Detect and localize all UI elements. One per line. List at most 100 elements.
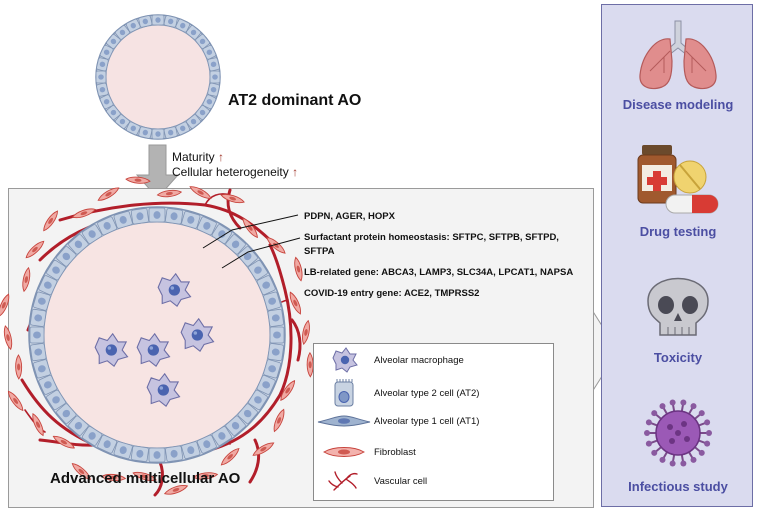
fibroblast [252,442,275,456]
epithelial-cell [81,426,103,446]
fibroblast [189,186,212,199]
epithelial-cell [225,234,246,255]
epithelial-cell [165,445,184,462]
application-icons [637,20,719,467]
maturity-label: Maturity [172,150,215,164]
epithelial-cell [151,14,165,26]
epithelial-cell [125,121,141,136]
application-label: Infectious study [628,479,728,494]
fibroblast [97,187,120,201]
epithelial-cell [256,374,276,395]
fibroblast [220,447,240,466]
legend-box: Alveolar macrophage Alveolar type 2 cell… [313,343,554,501]
macrophage [157,272,192,308]
epithelial-cell [95,70,107,84]
application-label: Disease modeling [622,97,734,112]
fibroblast [273,408,285,433]
fibroblast [22,266,31,293]
fibroblast [71,463,92,480]
epithelial-cell [96,82,109,97]
vascular-cell-icon [328,471,358,491]
epithelial-cell [207,82,220,97]
legend-icons [317,347,371,491]
advanced-organoid-title: Advanced multicellular AO [50,470,241,487]
top-organoid [95,14,221,140]
macrophage-group [94,272,215,408]
fibroblast [163,485,189,495]
epithelial-cell [32,359,51,379]
top-organoid-title: AT2 dominant AO [228,92,362,109]
macrophage [136,332,171,368]
epithelial-cell [81,224,103,244]
epithelial-cell [225,415,246,436]
epithelial-cell [269,326,285,344]
epithelial-cell [263,291,282,311]
fibroblast [100,473,127,482]
fibroblast [289,291,302,315]
epithelial-cell [130,208,149,225]
fibroblast [3,325,13,351]
legend-label: Fibroblast [374,447,416,458]
fibroblast [132,471,157,481]
epithelial-cell [32,291,51,311]
fibroblast [192,472,219,480]
fibroblast [71,208,96,219]
epithelial-cell [99,94,114,110]
fibroblast [294,256,303,282]
epithelial-cell [38,275,58,296]
fibroblast [220,194,245,204]
epithelial-cell [196,216,217,236]
epithelial-cell [148,207,166,223]
virus-icon [644,399,712,467]
epithelial-cell [175,121,191,136]
epithelial-cell [115,114,130,129]
epithelial-cell [186,25,201,40]
applications-panel: Disease modeling Drug testing Toxicity I… [601,4,753,507]
epithelial-cell [163,126,178,139]
epithelial-cell [207,57,220,72]
epithelial-cell [99,44,114,60]
gene-item: PDPN, AGER, HOPX [304,211,395,222]
epithelial-cell [106,34,121,49]
epithelial-cell [209,70,221,84]
epithelial-cell [113,441,133,460]
epithelial-cell [248,389,268,411]
epithelial-cell [181,210,201,229]
epithelial-cell [56,246,77,267]
fibroblast [280,379,296,401]
macrophage [94,332,129,368]
fibroblast [302,319,310,345]
epithelial-cell [181,441,201,460]
fibroblast [25,240,45,259]
epithelial-cell [30,308,47,327]
at1-cell-icon [317,415,371,427]
maturity-up-icon: ↑ [218,150,225,164]
fibroblast [156,189,183,198]
epithelial-cell [30,343,47,362]
epithelial-cell [186,114,201,129]
epithelial-cell [56,403,77,424]
epithelial-cell [138,126,153,139]
epithelial-cell [115,25,130,40]
epithelial-cell [96,57,109,72]
fibroblast [43,210,58,232]
epithelial-cell [195,34,210,49]
fibroblast-ring [0,176,314,495]
fibroblast [32,413,44,437]
epithelial-cell [113,210,133,229]
fibroblast [0,293,10,318]
epithelial-cell [125,18,141,33]
epithelial-cell [175,18,191,33]
epithelial-cell [148,447,166,463]
epithelial-cell [211,426,233,446]
gene-item: Surfactant protein homeostasis: SFTPC, S… [304,232,559,257]
epithelial-cell [237,403,258,424]
epithelial-cell [151,128,165,140]
at2-cell-icon [334,379,354,407]
gene-pointer-lines [202,214,301,269]
epithelial-cell [202,94,217,110]
legend-label: Alveolar type 2 cell (AT2) [374,388,480,399]
fibroblast-icon [323,447,365,457]
